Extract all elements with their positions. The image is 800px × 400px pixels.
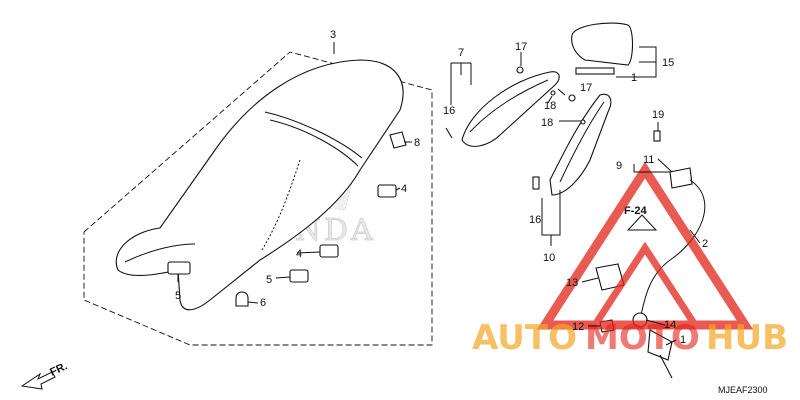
screw-18-upper: [550, 90, 556, 96]
callout-8: 8: [414, 137, 420, 149]
callout-13: 13: [566, 277, 578, 289]
callout-17-left: 17: [515, 41, 527, 53]
cushion-strip-1: [575, 67, 615, 75]
callout-1-key: 1: [680, 334, 686, 346]
callout-18-lower: 18: [541, 117, 553, 129]
seat-assembly: [115, 59, 404, 311]
callout-16-lower: 16: [529, 214, 541, 226]
callout-7: 7: [458, 47, 464, 59]
reference-label: F-24: [624, 205, 648, 217]
rear-seat-cover-15: [571, 22, 634, 66]
screw-18-lower: [580, 119, 586, 125]
callout-2: 2: [702, 238, 708, 250]
cushion-6: [235, 291, 249, 307]
pin-16-upper: [445, 127, 453, 139]
seat-group-frame: [83, 51, 433, 346]
callout-4-lower: 4: [296, 248, 302, 260]
callout-11: 11: [643, 154, 654, 166]
callout-19: 19: [652, 109, 664, 121]
callout-10: 10: [543, 252, 555, 264]
bolt-17-left: [516, 66, 524, 74]
watermark-text-auto: AUTO: [472, 318, 577, 358]
watermark-text-moto: MOTO: [585, 318, 700, 358]
seat-cowl-left-7: [461, 71, 560, 147]
watermark-logo: [536, 161, 754, 330]
callout-15: 15: [662, 57, 674, 69]
callout-6: 6: [260, 297, 266, 309]
reference-arrow: [626, 214, 658, 231]
ignition-key-1: [647, 329, 673, 361]
callout-16-upper: 16: [443, 105, 455, 117]
seat-cowl-right-10: [549, 93, 612, 196]
rubber-block-5-left: [167, 261, 191, 275]
callout-17-right: 17: [580, 82, 592, 94]
bolt-19: [653, 130, 661, 142]
cushion-8: [389, 131, 407, 149]
callout-5-right: 5: [266, 274, 272, 286]
seat-lock-cable-2: [639, 179, 706, 321]
callout-4-upper: 4: [401, 183, 407, 195]
callout-5-left: 5: [175, 290, 181, 302]
callout-14: 14: [664, 319, 676, 331]
rubber-block-4-lower: [319, 244, 339, 258]
callout-3: 3: [330, 29, 336, 41]
latch-11: [669, 167, 693, 189]
key-blade: [659, 354, 673, 379]
callout-18-upper: 18: [544, 100, 556, 112]
leader-lines: [177, 42, 701, 346]
callout-12: 12: [572, 321, 584, 333]
front-arrow-label: FR.: [48, 360, 69, 378]
bolt-17-right: [568, 94, 576, 102]
pin-16-lower: [532, 176, 540, 190]
front-arrow-icon: [20, 371, 56, 390]
watermark-text-hub: HUB: [706, 318, 788, 358]
callout-9: 9: [616, 160, 622, 172]
drawing-code: MJEAF2300: [718, 385, 768, 395]
callout-1-cover: 1: [631, 72, 637, 84]
rubber-block-5-right: [289, 269, 309, 283]
rubber-block-4-upper: [377, 184, 397, 198]
